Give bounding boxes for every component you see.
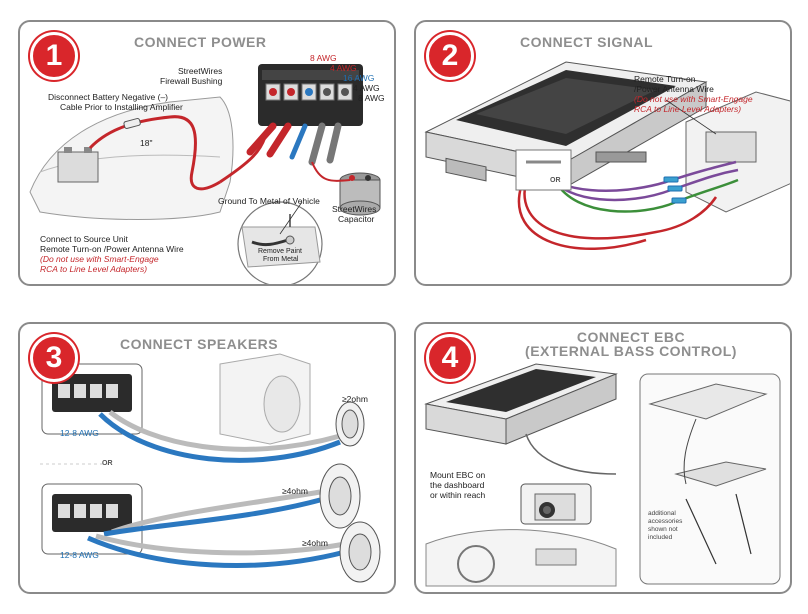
accessories-note-4: included <box>648 534 673 541</box>
or-divider: OR <box>102 460 113 467</box>
power-wiring-illustration <box>29 64 381 284</box>
battery-note-line-2: Cable Prior to Installing Amplifier <box>60 102 183 112</box>
gauge-label-16awg: 16 AWG <box>343 73 375 83</box>
source-unit-line-2: Remote Turn-on /Power Antenna Wire <box>40 244 184 254</box>
panel-connect-power: 1 CONNECT POWER 8 AWG 4 AWG 16 AWG 4 AWG… <box>18 20 396 286</box>
battery-note-line-1: Disconnect Battery Negative (–) <box>48 92 168 102</box>
accessories-note-3: shown not <box>648 526 678 533</box>
panel-connect-ebc: 4 CONNECT EBC (EXTERNAL BASS CONTROL) Mo… <box>414 322 792 594</box>
smart-engage-warning-1: (Do not use with Smart-Engage <box>40 254 159 264</box>
step-number-badge: 4 <box>426 334 474 382</box>
ebc-wiring-illustration <box>424 363 781 587</box>
step-number-badge: 2 <box>426 32 474 80</box>
gauge-label-4awg-ground: 4 AWG <box>353 83 380 93</box>
panel-connect-signal: 2 CONNECT SIGNAL Remote Turn-on /Power A… <box>414 20 792 286</box>
gauge-label-8awg-ground: 8 AWG <box>358 93 385 103</box>
impedance-label-2: ≥4ohm <box>282 486 308 496</box>
panel-connect-speakers: 3 CONNECT SPEAKERS 12-8 AWG 12-8 AWG ≥2o… <box>18 322 396 594</box>
or-divider: OR <box>550 177 561 184</box>
fuse-length-label: 18" <box>140 138 153 148</box>
accessories-note-2: accessories <box>648 518 683 525</box>
panel-title: CONNECT SPEAKERS <box>120 336 279 352</box>
step-number-badge: 3 <box>30 334 78 382</box>
wire-gauge-label-bottom: 12-8 AWG <box>60 550 99 560</box>
capacitor-label-1: StreetWires <box>332 204 377 214</box>
signal-wiring-illustration <box>424 61 790 251</box>
step-number-badge: 1 <box>30 32 78 80</box>
impedance-label-3: ≥4ohm <box>302 538 328 548</box>
remove-paint-line-1: Remove Paint <box>258 248 302 255</box>
mount-ebc-line-3: or within reach <box>430 490 486 500</box>
gauge-label-4awg: 4 AWG <box>330 63 357 73</box>
firewall-bushing-label: StreetWires Firewall Bushing <box>160 66 223 86</box>
smart-engage-warning-2: RCA to Line Level Adapters) <box>634 104 742 114</box>
wire-gauge-label-top: 12-8 AWG <box>60 428 99 438</box>
accessories-note-1: additional <box>648 510 676 517</box>
impedance-label-1: ≥2ohm <box>342 394 368 404</box>
gauge-label-8awg: 8 AWG <box>310 53 337 63</box>
remote-turn-on-label-2: /Power Antenna Wire <box>634 84 714 94</box>
source-unit-line-1: Connect to Source Unit <box>40 234 128 244</box>
remove-paint-line-2: From Metal <box>263 256 299 263</box>
panel-title-line-1: CONNECT EBC <box>576 329 686 345</box>
speaker-wiring-illustration <box>40 353 381 583</box>
panel-title: CONNECT POWER <box>134 34 267 50</box>
panel-title: CONNECT SIGNAL <box>520 34 653 50</box>
smart-engage-warning-1: (Do not use with Smart-Engage <box>634 94 753 104</box>
panel-title: CONNECT EBC (EXTERNAL BASS CONTROL) <box>516 330 746 358</box>
mount-ebc-line-1: Mount EBC on <box>430 470 486 480</box>
mount-ebc-line-2: the dashboard <box>430 480 485 490</box>
remote-turn-on-label-1: Remote Turn-on <box>634 74 696 84</box>
ground-label: Ground To Metal of Vehicle <box>218 196 320 206</box>
panel-title-line-2: (EXTERNAL BASS CONTROL) <box>525 343 737 359</box>
smart-engage-warning-2: RCA to Line Level Adapters) <box>40 264 148 274</box>
capacitor-label-2: Capacitor <box>338 214 375 224</box>
